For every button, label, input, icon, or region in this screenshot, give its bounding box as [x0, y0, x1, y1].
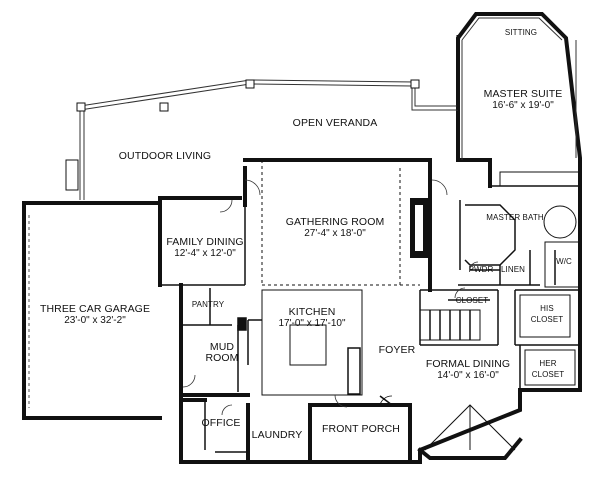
room-label-three-car-garage: THREE CAR GARAGE 23'-0" x 32'-2" [39, 303, 151, 327]
room-label-sitting: SITTING [504, 28, 538, 37]
room-label-outdoor-living: OUTDOOR LIVING [118, 150, 212, 162]
room-label-laundry: LAUNDRY [251, 429, 303, 441]
room-label-front-porch: FRONT PORCH [322, 423, 400, 435]
room-label-linen: LINEN [500, 265, 526, 274]
room-label-family-dining: FAMILY DINING 12'-4" x 12'-0" [166, 236, 244, 260]
room-label-wc: W/C [556, 257, 572, 266]
room-label-pantry: PANTRY [191, 300, 225, 309]
room-label-formal-dining: FORMAL DINING 14'-0" x 16'-0" [425, 358, 511, 382]
room-label-kitchen: KITCHEN 17'-0" x 17'-10" [278, 306, 346, 330]
interior-walls [160, 160, 581, 453]
room-label-closet: CLOSET [455, 296, 489, 305]
doors [182, 179, 479, 416]
room-label-pwdr: PWDR [468, 265, 494, 274]
fireplace [410, 198, 428, 258]
veranda-railing [65, 35, 460, 200]
room-label-gathering-room: GATHERING ROOM 27'-4" x 18'-0" [285, 216, 385, 240]
room-label-office: OFFICE [201, 417, 241, 429]
room-label-open-veranda: OPEN VERANDA [292, 117, 378, 129]
room-label-master-suite: MASTER SUITE 16'-6" x 19'-0" [483, 88, 563, 112]
room-label-his-closet: HIS CLOSET [530, 304, 564, 324]
room-label-master-bath: MASTER BATH [486, 213, 544, 222]
room-label-her-closet: HER CLOSET [531, 359, 565, 379]
bay-windows [461, 17, 577, 160]
room-label-mud-room: MUD ROOM [205, 341, 239, 364]
room-label-foyer: FOYER [378, 344, 416, 356]
